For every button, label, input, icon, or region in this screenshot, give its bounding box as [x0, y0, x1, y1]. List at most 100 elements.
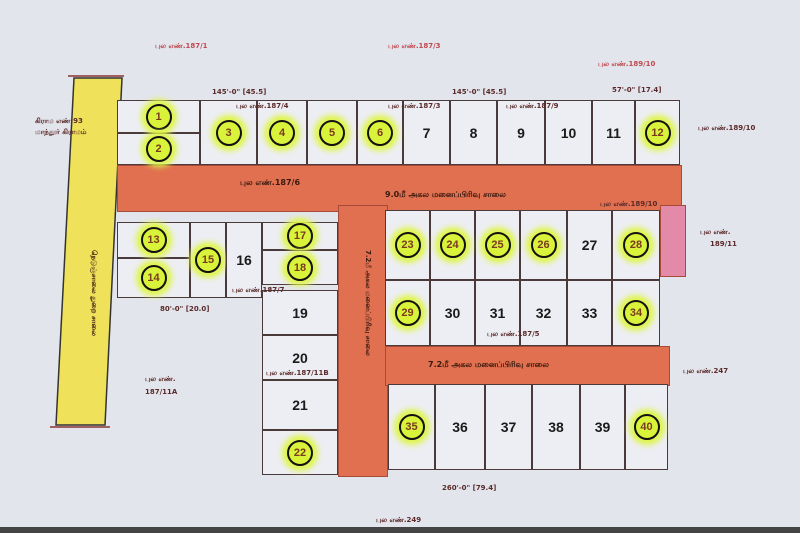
- plot-number: 38: [548, 419, 564, 435]
- plot-number: 40: [633, 414, 660, 440]
- plot-number: 6: [367, 119, 393, 146]
- plot-number: 14: [140, 265, 167, 291]
- plot-13: 13: [117, 222, 190, 258]
- plot-8: 8: [450, 100, 497, 165]
- plot-28: 28: [612, 210, 660, 280]
- plot-37: 37: [485, 384, 532, 470]
- survey-label: புல எண்.: [700, 228, 731, 236]
- plot-29: 29: [385, 280, 430, 346]
- plot-number: 37: [500, 419, 517, 435]
- survey-label: புல எண்.187/1: [155, 42, 208, 50]
- main-road: [117, 165, 682, 212]
- plot-11: 11: [592, 100, 635, 165]
- plot-number: 16: [236, 252, 252, 268]
- plot-18: 18: [262, 250, 338, 285]
- village-label: கிராம எண்.93: [35, 117, 83, 125]
- plot-6: 6: [357, 100, 403, 165]
- plot-number: 24: [439, 232, 466, 258]
- second-road-label: 7.2மீ அகல மனைப்பிரிவு சாலை: [428, 360, 549, 369]
- survey-label: புல எண்.187/3: [388, 102, 441, 110]
- dimension-label: 57'-0" [17.4]: [612, 86, 662, 94]
- dimension-label: 80'-0" [20.0]: [160, 305, 210, 313]
- plot-number: 7: [422, 124, 431, 141]
- survey-label: புல எண்.189/10: [600, 200, 658, 208]
- plot-number: 4: [269, 119, 295, 146]
- plot-number: 26: [530, 232, 557, 258]
- second-road: [385, 346, 670, 386]
- plot-33: 33: [567, 280, 612, 346]
- plot-number: 18: [287, 254, 313, 281]
- plot-20: 20: [262, 335, 338, 380]
- survey-label: 189/11: [710, 240, 737, 248]
- plot-19: 19: [262, 290, 338, 335]
- plot-23: 23: [385, 210, 430, 280]
- survey-label: 187/11A: [145, 388, 178, 396]
- plot-36: 36: [435, 384, 485, 470]
- plot-number: 31: [489, 305, 506, 321]
- plot-number: 32: [535, 305, 552, 321]
- plot-number: 10: [560, 124, 577, 141]
- plot-number: 11: [606, 124, 621, 141]
- plot-24: 24: [430, 210, 475, 280]
- survey-label: புல எண்.: [145, 375, 176, 383]
- plot-16: 16: [226, 222, 262, 298]
- plot-7: 7: [403, 100, 450, 165]
- survey-label: புல எண்.187/11B: [266, 369, 329, 377]
- highway-label: நெடுஞ்சாலை துறை சாலை: [90, 250, 98, 336]
- plot-26: 26: [520, 210, 567, 280]
- plot-31: 31: [475, 280, 520, 346]
- plot-17: 17: [262, 222, 338, 250]
- plot-27: 27: [567, 210, 612, 280]
- survey-label: புல எண்.187/3: [388, 42, 441, 50]
- survey-label: புல எண்.187/7: [232, 286, 285, 294]
- survey-label: புல எண்.189/10: [598, 60, 656, 68]
- plot-2: 2: [117, 133, 200, 165]
- plot-number: 3: [215, 119, 242, 146]
- survey-label: புல எண்.247: [683, 367, 729, 375]
- plot-39: 39: [580, 384, 625, 470]
- plot-number: 22: [287, 439, 313, 466]
- plot-number: 39: [594, 419, 611, 435]
- dimension-label: 145'-0" [45.5]: [452, 88, 507, 96]
- plot-35: 35: [388, 384, 435, 470]
- plot-number: 25: [484, 232, 511, 258]
- plot-number: 28: [623, 232, 649, 258]
- plot-number: 8: [469, 124, 478, 141]
- pink-strip: [660, 205, 686, 277]
- survey-label: புல எண்.187/5: [487, 330, 540, 338]
- plot-1: 1: [117, 100, 200, 133]
- plot-number: 33: [581, 305, 598, 321]
- plot-number: 30: [444, 305, 461, 321]
- photo-edge: [0, 527, 800, 533]
- road-survey-label: புல எண்.187/6: [240, 178, 301, 187]
- plot-number: 27: [581, 237, 598, 253]
- main-road-label: 9.0மீ அகல மனைப்பிரிவு சாலை: [385, 190, 506, 199]
- plot-number: 1: [145, 103, 172, 130]
- plot-3: 3: [200, 100, 257, 165]
- plot-25: 25: [475, 210, 520, 280]
- plot-32: 32: [520, 280, 567, 346]
- plot-10: 10: [545, 100, 592, 165]
- plot-22: 22: [262, 430, 338, 475]
- plot-34: 34: [612, 280, 660, 346]
- plot-number: 13: [140, 227, 167, 253]
- village-label: மாந்தூர் கிராமம்: [35, 128, 87, 136]
- plot-number: 21: [292, 397, 308, 413]
- plot-number: 15: [195, 247, 221, 273]
- plot-number: 35: [398, 414, 425, 440]
- plot-number: 9: [517, 124, 525, 141]
- survey-label: புல எண்.249: [376, 516, 422, 524]
- survey-label: புல எண்.189/10: [698, 124, 756, 132]
- dimension-label: 260'-0" [79.4]: [442, 484, 497, 492]
- plot-5: 5: [307, 100, 357, 165]
- plot-15: 15: [190, 222, 226, 298]
- plot-number: 36: [452, 419, 468, 435]
- plot-4: 4: [257, 100, 307, 165]
- plot-40: 40: [625, 384, 668, 470]
- plot-12: 12: [635, 100, 680, 165]
- vertical-road-label: 7.2மீ அகல மனைப்பிரிவு சாலை: [364, 250, 372, 356]
- dimension-label: 145'-0" [45.5]: [212, 88, 267, 96]
- plot-number: 17: [287, 223, 313, 249]
- plot-21: 21: [262, 380, 338, 430]
